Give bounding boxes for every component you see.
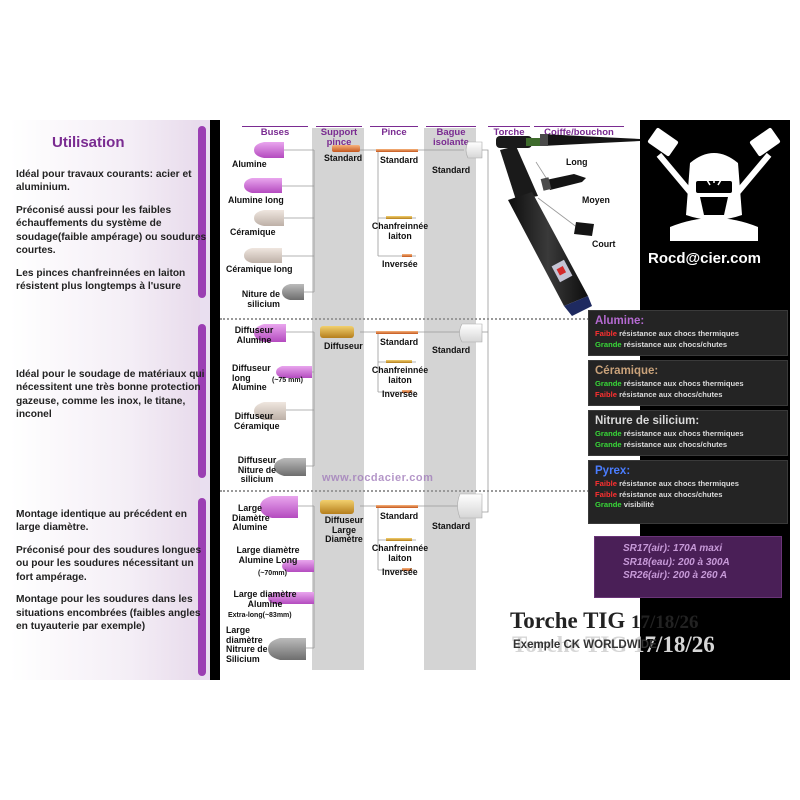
- label-nozzle: Niture de silicium: [241, 289, 280, 309]
- usage-panel: Utilisation Idéal pour travaux courants:…: [10, 120, 210, 680]
- label-nozzle-size: Extra-long(~83mm): [228, 612, 292, 619]
- nozzle-alumine-long: [244, 178, 282, 193]
- parts-diagram: Buses Support pince Pince Bague isolante…: [220, 120, 640, 680]
- label-support: Diffuseur: [324, 341, 363, 351]
- pince-standard: [376, 505, 418, 508]
- label-nozzle: Céramique long: [226, 264, 293, 274]
- header-support: Support pince: [316, 126, 362, 148]
- material-pyrex: Pyrex: Faible résistance aux chocs therm…: [588, 460, 788, 524]
- column-bague: [424, 128, 476, 670]
- label-nozzle: Diffuseur long Alumine: [232, 363, 271, 392]
- amperage-ratings: SR17(air): 170A maxi SR18(eau): 200 à 30…: [594, 536, 782, 598]
- label-nozzle: Diffuseur Céramique: [234, 411, 280, 431]
- label-bague: Standard: [432, 165, 471, 175]
- purple-bar: [198, 324, 206, 478]
- label-pince: Standard: [380, 511, 419, 521]
- header-buses: Buses: [242, 126, 308, 138]
- material-properties: Alumine: Faible résistance aux chocs the…: [580, 310, 790, 680]
- nozzle-alumine: [254, 142, 284, 158]
- label-bague: Standard: [432, 521, 471, 531]
- parts-svg: [244, 134, 640, 660]
- label-pince: Chanfreinnée laiton: [371, 543, 429, 563]
- column-support: [312, 128, 364, 670]
- label-nozzle: Large diamètre Alumine: [233, 589, 297, 609]
- nozzle-silicium: [282, 284, 304, 300]
- coiffe-long: [540, 134, 640, 146]
- support-large-diffuseur: [320, 500, 354, 514]
- label-nozzle-size: (~70mm): [258, 570, 287, 577]
- nozzle-large-alumine-extra-long: [268, 592, 314, 604]
- label-pince: Standard: [380, 337, 419, 347]
- purple-bar: [198, 126, 206, 298]
- page-subtitle: Exemple CK WORLDWIDE: [513, 639, 657, 651]
- title-shadow: Torche TIG 17/18/26: [512, 632, 715, 657]
- coiffe-court: [574, 222, 594, 236]
- usage-title: Utilisation: [52, 134, 125, 151]
- support-diffuseur: [320, 326, 354, 338]
- nozzle-diffuseur-long: [276, 366, 312, 378]
- purple-bar: [198, 498, 206, 676]
- nozzle-diffuseur-ceramique: [254, 402, 286, 420]
- row-separator: [220, 490, 640, 492]
- welder-icon: [647, 127, 781, 241]
- nozzle-diffuseur-alumine: [254, 324, 286, 342]
- watermark: www.rocdacier.com: [322, 472, 434, 484]
- header-coiffe: Coiffe/bouchon: [534, 126, 624, 138]
- label-coiffe: Moyen: [582, 195, 610, 205]
- coiffe-moyen: [540, 174, 586, 191]
- nozzle-ceramique: [254, 210, 284, 226]
- label-nozzle: Diffuseur Niture de silicium: [237, 455, 277, 484]
- label-pince: Chanfreinnée laiton: [371, 365, 429, 385]
- label-pince: Standard: [380, 155, 419, 165]
- pince-inversee: [402, 390, 412, 393]
- label-nozzle-size: (~75 mm): [272, 377, 303, 384]
- brand-text: Rocd@cier.com: [648, 250, 761, 267]
- label-nozzle: Alumine long: [228, 195, 284, 205]
- bague-standard: [459, 323, 483, 343]
- torch-body: [496, 136, 592, 316]
- label-nozzle: Large diamètre Nitrure de Silicium: [226, 625, 268, 664]
- header-pince: Pince: [370, 126, 418, 138]
- label-nozzle: Large diamètre Alumine Long: [236, 545, 300, 565]
- header-bague: Bague isolante: [426, 126, 476, 148]
- pince-standard: [376, 331, 418, 334]
- material-alumine: Alumine: Faible résistance aux chocs the…: [588, 310, 788, 356]
- label-pince: Inversée: [382, 567, 418, 577]
- pince-chanfreinnee: [386, 216, 412, 219]
- nozzle-diffuseur-silicium: [274, 458, 306, 476]
- bague-standard: [465, 141, 483, 159]
- support-standard: [332, 145, 360, 152]
- pince-chanfreinnee: [386, 360, 412, 363]
- pince-inversee: [402, 568, 412, 571]
- label-pince: Inversée: [382, 259, 418, 269]
- material-nitrure: Nitrure de silicium: Grande résistance a…: [588, 410, 788, 456]
- label-coiffe: Court: [592, 239, 616, 249]
- usage-section-1: Idéal pour travaux courants: acier et al…: [16, 169, 207, 293]
- pince-inversee: [402, 254, 412, 257]
- usage-section-2: Idéal pour le soudage de matériaux qui n…: [16, 369, 205, 421]
- label-support: Diffuseur Large Diamètre: [324, 515, 364, 544]
- label-nozzle: Diffuseur Alumine: [234, 325, 274, 345]
- nozzle-large-alumine-long: [282, 560, 314, 572]
- label-pince: Inversée: [382, 389, 418, 399]
- label-pince: Chanfreinnée laiton: [371, 221, 429, 241]
- page-title: Torche TIG 17/18/26: [510, 608, 699, 633]
- label-nozzle: Céramique: [230, 227, 276, 237]
- nozzle-large-alumine: [260, 496, 298, 518]
- bague-standard: [457, 493, 483, 519]
- nozzle-large-silicium: [268, 638, 306, 660]
- pince-chanfreinnee: [386, 538, 412, 541]
- label-bague: Standard: [432, 345, 471, 355]
- header-torche: Torche: [488, 126, 530, 138]
- material-ceramique: Céramique: Grande résistance aux chocs t…: [588, 360, 788, 406]
- row-separator: [220, 318, 640, 320]
- brand-logo: Rocd@cier.com: [640, 123, 788, 268]
- label-support: Standard: [324, 153, 363, 163]
- label-nozzle: Alumine: [232, 159, 267, 169]
- pince-standard: [376, 149, 418, 152]
- nozzle-ceramique-long: [244, 248, 282, 263]
- usage-section-3: Montage identique au précédent en large …: [16, 509, 202, 633]
- label-nozzle: Large Diamètre Alumine: [232, 503, 270, 532]
- label-coiffe: Long: [566, 157, 588, 167]
